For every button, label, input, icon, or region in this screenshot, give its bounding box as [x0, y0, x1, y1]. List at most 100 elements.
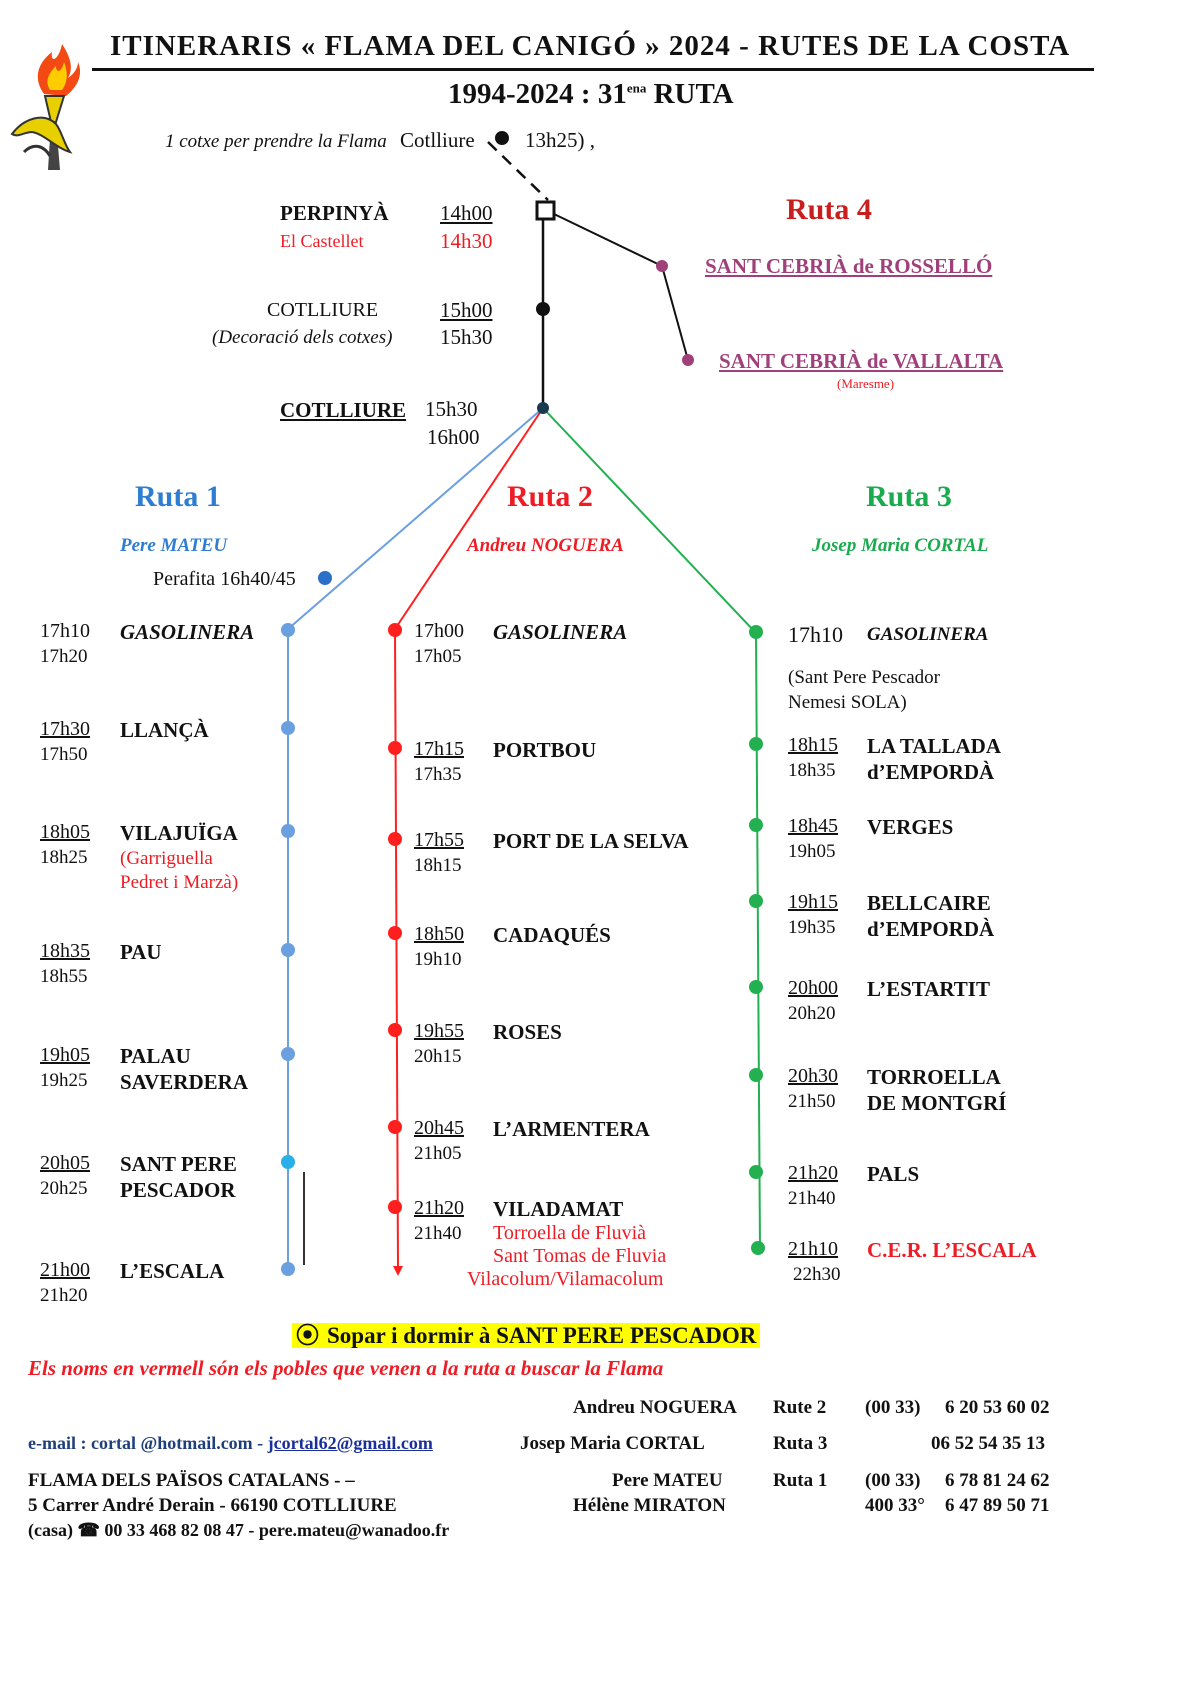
- ruta1-title: Ruta 1: [135, 480, 221, 513]
- ruta1-stop-note: (Garriguella: [120, 848, 213, 869]
- ruta3-stop-name2: d’EMPORDÀ: [867, 917, 995, 941]
- contact-name: Hélène MIRATON: [573, 1495, 726, 1516]
- ruta2-stop-time2: 21h05: [414, 1143, 462, 1164]
- org-phone-email: 00 33 468 82 08 47 - pere.mateu@wanadoo.…: [99, 1520, 450, 1540]
- ruta1-stop-time1: 21h00: [40, 1259, 90, 1281]
- ruta2-stop-note: Torroella de Fluvià: [493, 1222, 646, 1244]
- ruta4-stop2: SANT CEBRIÀ de VALLALTA: [719, 349, 1004, 373]
- ruta1-stop-time2: 20h25: [40, 1178, 88, 1199]
- page-title: ITINERARIS « FLAMA DEL CANIGÓ » 2024 - R…: [110, 30, 1071, 62]
- ruta1-stop-name2: SAVERDERA: [120, 1070, 248, 1094]
- ruta3-stop-name: GASOLINERA: [867, 624, 989, 645]
- ruta2-title: Ruta 2: [507, 480, 593, 513]
- email-link[interactable]: jcortal62@gmail.com: [267, 1433, 433, 1453]
- phone-icon: ☎: [77, 1520, 100, 1540]
- ruta3-stop-time1: 21h10: [788, 1238, 838, 1260]
- cotlliure1-time1: 15h00: [440, 298, 493, 322]
- ruta1-stop-name: VILAJUÏGA: [120, 821, 238, 845]
- ruta1-stop-dot: [281, 1047, 295, 1061]
- perpinya-time2: 14h30: [440, 229, 493, 253]
- contact-route: Ruta 3: [773, 1433, 828, 1454]
- torch-logo-icon: [10, 44, 81, 170]
- ruta2-stop-dot: [388, 926, 402, 940]
- ruta1-stop-name: GASOLINERA: [120, 620, 255, 644]
- ruta2-stop-dot: [388, 832, 402, 846]
- ruta1-stop-dot: [281, 721, 295, 735]
- contact-name: Pere MATEU: [612, 1470, 723, 1491]
- ruta1-stop-dot: [281, 623, 295, 637]
- ruta1-stop-name: L’ESCALA: [120, 1259, 225, 1283]
- ruta1-stop-time1: 18h35: [40, 940, 90, 962]
- ruta3-stop-name: LA TALLADA: [867, 734, 1002, 758]
- ruta2-stop-dot: [388, 1200, 402, 1214]
- ruta2-stop-name: VILADAMAT: [493, 1197, 624, 1221]
- contact-prefix: (00 33): [865, 1397, 921, 1418]
- ruta3-stop-time1: 18h45: [788, 815, 838, 837]
- perpinya-time1: 14h00: [440, 201, 493, 225]
- ruta3-stop-dot: [749, 1165, 763, 1179]
- ruta1-stop-dot: [281, 824, 295, 838]
- contact-phone: 6 20 53 60 02: [945, 1397, 1050, 1418]
- ruta3-stop-name: BELLCAIRE: [867, 891, 991, 915]
- cotlliure1-time2: 15h30: [440, 325, 493, 349]
- legend-note: Els noms en vermell són els pobles que v…: [28, 1356, 664, 1380]
- contact-prefix: 400 33°: [865, 1495, 925, 1516]
- ruta1-stop-time1: 17h30: [40, 718, 90, 740]
- contact-prefix: (00 33): [865, 1470, 921, 1491]
- ruta3-stop-name: PALS: [867, 1162, 920, 1186]
- org-line1: FLAMA DELS PAÏSOS CATALANS - –: [28, 1470, 355, 1491]
- ruta3-stop-name: TORROELLA: [867, 1065, 1001, 1089]
- ruta3-stop-time1: 20h30: [788, 1065, 838, 1087]
- contact-phone: 06 52 54 35 13: [931, 1433, 1045, 1454]
- ruta1-stop-time2: 18h25: [40, 847, 88, 868]
- ruta3-stop-note: Nemesi SOLA): [788, 692, 907, 713]
- ruta1-stop-dot: [281, 943, 295, 957]
- ruta2-stop-time2: 18h15: [414, 855, 462, 876]
- ruta1-stop-dot: [281, 1155, 295, 1169]
- ruta1-leader: Pere MATEU: [120, 535, 228, 556]
- ruta3-stop-time1: 18h15: [788, 734, 838, 756]
- ruta1-stop-name2: PESCADOR: [120, 1178, 236, 1202]
- ruta2-stop-time2: 17h35: [414, 764, 462, 785]
- ruta2-stop-time1: 17h00: [414, 620, 464, 642]
- ruta2-stop-time2: 20h15: [414, 1046, 462, 1067]
- ruta3-stop-dot: [749, 980, 763, 994]
- ruta1-stop-name: LLANÇÀ: [120, 718, 209, 742]
- ruta2-stop-time1: 17h15: [414, 738, 464, 760]
- email-label: e-mail : cortal @hotmail.com -: [28, 1433, 268, 1453]
- ruta3-stop-dot: [749, 625, 763, 639]
- ruta4-stop1: SANT CEBRIÀ de ROSSELLÓ: [705, 254, 993, 278]
- ruta1-stop-dot: [281, 1262, 295, 1276]
- dinner-banner: ⦿Sopar i dormir à SANT PERE PESCADOR: [292, 1316, 761, 1350]
- cotlliure2-time1: 15h30: [425, 397, 478, 421]
- ruta2-stop-time1: 21h20: [414, 1197, 464, 1219]
- ruta4-stop2-sub: (Maresme): [837, 376, 895, 391]
- ruta3-stop-dot: [749, 737, 763, 751]
- dinner-text: Sopar i dormir à SANT PERE PESCADOR: [323, 1323, 761, 1348]
- ruta2-stop-time2: 21h40: [414, 1223, 462, 1244]
- ruta3-stop-time2: 19h05: [788, 841, 836, 862]
- ruta1-stop-name: PALAU: [120, 1044, 191, 1068]
- ruta2-stop-time1: 19h55: [414, 1020, 464, 1042]
- ruta2-stop-time1: 20h45: [414, 1117, 464, 1139]
- perpinya-sub: El Castellet: [280, 231, 364, 251]
- ruta3-stop-name: L’ESTARTIT: [867, 977, 990, 1001]
- ruta3-stop-time2: 21h50: [788, 1091, 836, 1112]
- ruta3-stop-name2: d’EMPORDÀ: [867, 760, 995, 784]
- ruta2-stop-name: L’ARMENTERA: [493, 1117, 650, 1141]
- subtitle-superscript: ena: [626, 80, 647, 96]
- ruta1-stop-time2: 19h25: [40, 1070, 88, 1091]
- ruta2-stop-time2: 17h05: [414, 646, 462, 667]
- ruta3-stop-name: C.E.R. L’ESCALA: [867, 1238, 1037, 1262]
- cotlliure2-time2: 16h00: [427, 425, 480, 449]
- contact-route: Ruta 1: [773, 1470, 828, 1491]
- org-home-label: (casa): [28, 1520, 78, 1540]
- ruta2-stop-dot: [388, 623, 402, 637]
- ruta1-stop-time1: 17h10: [40, 620, 90, 642]
- pickup-place: Cotlliure: [400, 128, 475, 152]
- ruta3-stop-time1: 19h15: [788, 891, 838, 913]
- ruta1-stop-time2: 17h50: [40, 744, 88, 765]
- ruta3-stop-time2: 20h20: [788, 1003, 836, 1024]
- ruta2-stop-name: ROSES: [493, 1020, 562, 1044]
